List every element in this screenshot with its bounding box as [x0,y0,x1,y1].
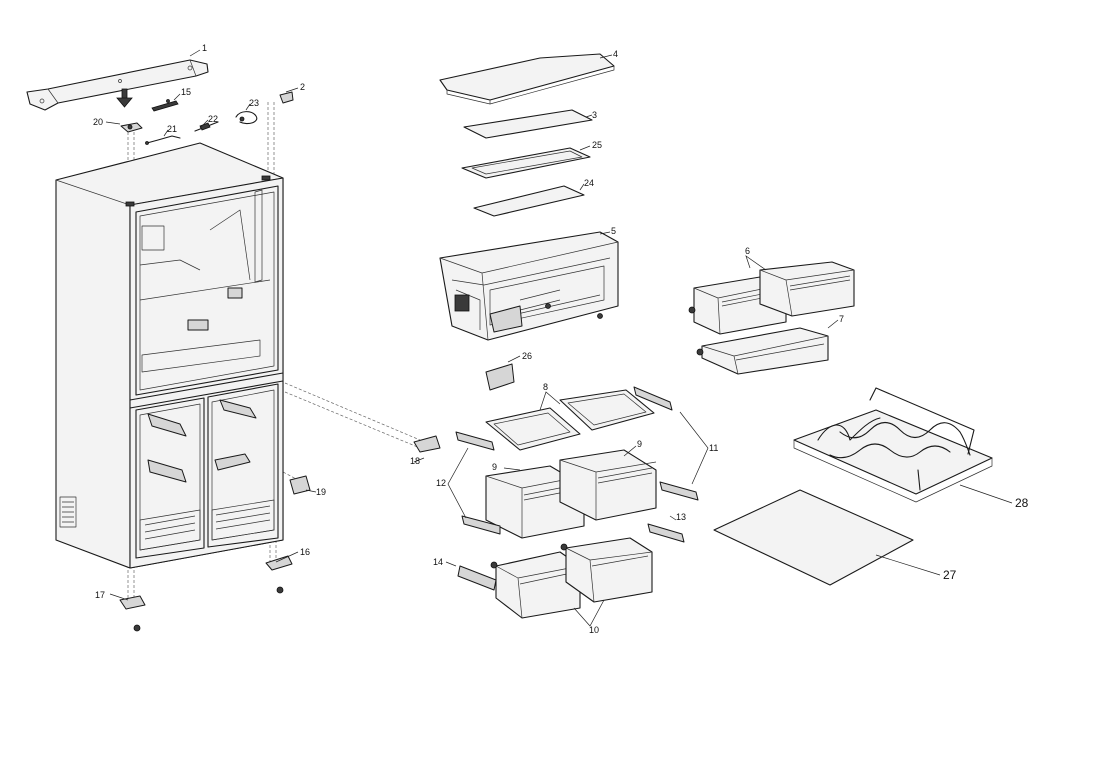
part-2-cap [279,91,294,104]
part-20-hinge [120,122,143,133]
part-17-hinge [119,595,146,632]
part-number-labels: 1 2 3 4 5 6 7 8 9 9 10 11 12 13 14 15 16… [93,43,1029,635]
part-label-28: 28 [1015,496,1029,510]
part-10-bins [490,537,653,619]
part-label-26: 26 [522,351,532,361]
part-label-19: 19 [316,487,326,497]
part-label-27: 27 [943,568,957,582]
top-hinge-cover [26,59,209,111]
part-9-bins [485,449,657,539]
part-label-21: 21 [167,124,177,134]
part-label-14: 14 [433,557,443,567]
part-25-frame [461,147,591,179]
part-19-hinge [289,475,311,495]
part-7-tray [696,327,829,375]
part-label-5: 5 [611,226,616,236]
part-label-11: 11 [709,443,718,453]
part-18-hinge [413,435,441,453]
part-8-trays [485,389,655,451]
leader-lines [105,49,1013,627]
part-label-12: 12 [436,478,446,488]
part-label-20: 20 [93,117,103,127]
part-22-pin [194,121,219,132]
part-label-1: 1 [202,43,207,53]
part-3-glass [463,109,593,139]
rail-parts [455,386,699,591]
part-label-2: 2 [300,82,305,92]
part-4-shelf-cover [439,53,615,105]
part-label-16: 16 [300,547,310,557]
part-label-24: 24 [584,178,594,188]
part-label-9b: 9 [637,439,642,449]
part-24-glass [473,185,585,217]
part-label-18: 18 [410,456,420,466]
part-21-wire [145,135,181,145]
part-label-3: 3 [592,110,597,120]
part-23-clip [235,111,258,125]
part-27-glass-panel [713,489,914,586]
part-28-wine-rack [793,387,993,503]
part-label-23: 23 [249,98,259,108]
part-label-15: 15 [181,87,191,97]
part-6-drawers [688,261,855,335]
part-label-22: 22 [208,114,218,124]
part-label-13: 13 [676,512,686,522]
part-16-hinge [265,555,293,594]
refrigerator-cabinet [55,142,284,569]
part-15-bracket [151,99,179,112]
part-5-shelf-assembly [439,231,619,341]
part-26-block [485,363,515,391]
part-label-10: 10 [589,625,599,635]
part-label-6: 6 [745,246,750,256]
down-arrow-icon [116,88,133,108]
part-label-7: 7 [839,314,844,324]
part-label-9a: 9 [492,462,497,472]
part-label-8: 8 [543,382,548,392]
part-label-17: 17 [95,590,105,600]
part-label-4: 4 [613,49,618,59]
part-label-25: 25 [592,140,602,150]
